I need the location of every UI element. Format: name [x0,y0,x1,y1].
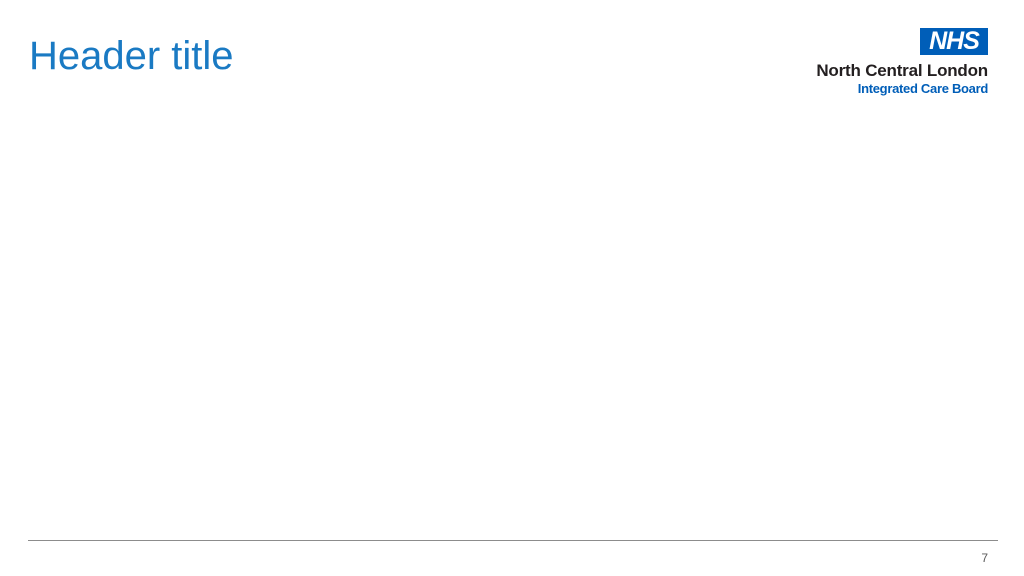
organisation-subtitle: Integrated Care Board [857,81,989,96]
header-title: Header title [29,34,234,78]
organisation-name: North Central London [816,61,988,80]
nhs-logo-text: NHS [929,27,980,55]
page-number: 7 [981,551,988,565]
nhs-logo: NHS [920,28,988,55]
footer-divider [28,540,998,541]
